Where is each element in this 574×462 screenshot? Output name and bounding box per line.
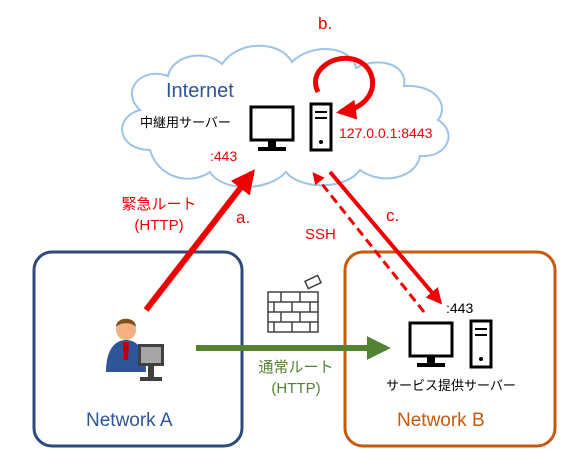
firewall-icon [267, 274, 323, 333]
normal-route-protocol: (HTTP) [271, 380, 321, 397]
ssh-route-marker: c. [386, 206, 400, 225]
relay-port-label: :443 [210, 148, 238, 164]
network-a-label: Network A [86, 410, 173, 431]
service-monitor-icon [408, 321, 454, 367]
emergency-route-label: 緊急ルート (HTTP) [104, 194, 214, 236]
relay-monitor-icon [249, 105, 295, 151]
ssh-return-dashed-line [312, 172, 426, 313]
relay-local-address-label: 127.0.0.1:8443 [339, 125, 433, 141]
service-tower-icon [469, 319, 493, 369]
user-icon [106, 318, 164, 381]
emergency-route-arrow [143, 169, 255, 312]
normal-route-name: 通常ルート [258, 359, 334, 376]
emergency-route-protocol: (HTTP) [134, 217, 184, 234]
emergency-route-name: 緊急ルート [121, 196, 197, 213]
emergency-route-marker: a. [236, 208, 251, 227]
network-b-label: Network B [397, 410, 485, 431]
relay-server-label: 中継用サーバー [140, 115, 231, 130]
normal-route-label: 通常ルート (HTTP) [248, 357, 344, 399]
ssh-tunnel-line [328, 170, 443, 305]
loopback-arrow [313, 55, 376, 120]
service-port-label: :443 [446, 300, 474, 316]
loopback-marker: b. [318, 14, 333, 33]
internet-label: Internet [166, 80, 234, 102]
ssh-label: SSH [305, 226, 336, 243]
relay-tower-icon [309, 102, 333, 152]
service-server-label: サービス提供サーバー [386, 378, 516, 393]
